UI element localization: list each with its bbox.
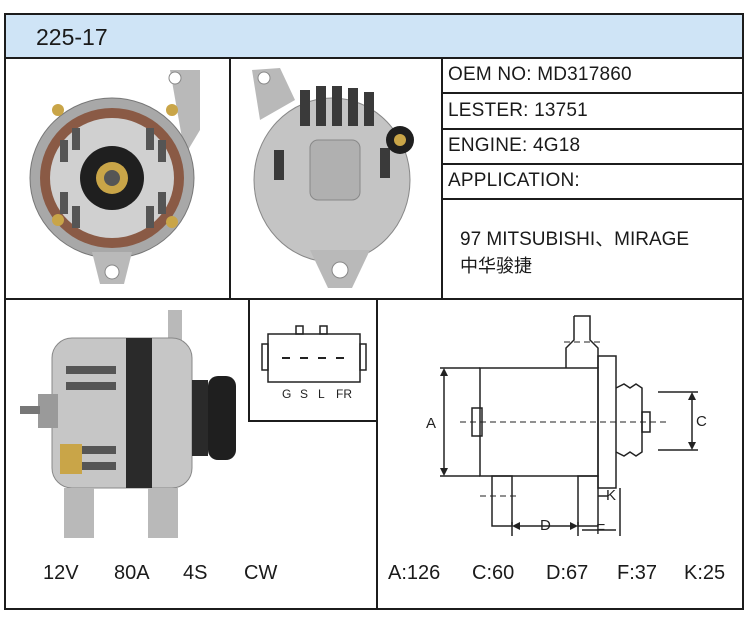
dim-label-d: D: [540, 517, 551, 534]
pin-label-fr: FR: [336, 387, 352, 401]
rating-rotation: CW: [244, 562, 278, 584]
application-heading: APPLICATION:: [448, 170, 580, 191]
spec-row-line-2: [441, 128, 744, 130]
spec-row-line-3: [441, 163, 744, 165]
dimension-drawing: A C D F K: [426, 315, 707, 538]
divider-top-2: [441, 57, 443, 298]
dim-label-c: C: [696, 413, 707, 430]
divider-bottom-2: [376, 298, 378, 610]
divider-bottom-1: [248, 298, 250, 421]
divider-top-1: [229, 57, 231, 298]
spec-sheet-frame: 225-17: [4, 13, 744, 610]
spec-row-line-1: [441, 92, 744, 94]
alternator-side-photo: [20, 310, 236, 538]
dim-label-k: K: [606, 487, 616, 504]
pin-label-s: S: [300, 387, 308, 401]
alternator-rear-photo: [252, 68, 414, 288]
dim-label-f: F: [596, 521, 605, 538]
application-vehicle-cn: 中华骏捷: [460, 256, 532, 276]
connector-box-bottom: [248, 420, 378, 422]
spec-row-line-4: [441, 198, 744, 200]
oem-number: OEM NO: MD317860: [448, 64, 632, 85]
connector-diagram: G S L FR: [261, 325, 367, 401]
header-bar: 225-17: [6, 15, 742, 59]
rating-amperage: 80A: [114, 562, 150, 584]
dim-label-a: A: [426, 415, 436, 432]
pin-label-g: G: [282, 387, 291, 401]
alternator-front-photo: [29, 70, 200, 284]
divider-middle: [4, 298, 744, 300]
dimension-d-value: D:67: [546, 562, 589, 584]
lester-number: LESTER: 13751: [448, 100, 588, 121]
pin-label-l: L: [318, 387, 325, 401]
dimension-a-value: A:126: [388, 562, 441, 584]
rating-voltage: 12V: [43, 562, 79, 584]
engine-code: ENGINE: 4G18: [448, 135, 581, 156]
part-code: 225-17: [36, 24, 108, 50]
dimension-c-value: C:60: [472, 562, 515, 584]
application-vehicle: 97 MITSUBISHI、MIRAGE: [460, 229, 690, 250]
rating-groove: 4S: [183, 562, 208, 584]
dimension-f-value: F:37: [617, 562, 658, 584]
dimension-k-value: K:25: [684, 562, 726, 584]
